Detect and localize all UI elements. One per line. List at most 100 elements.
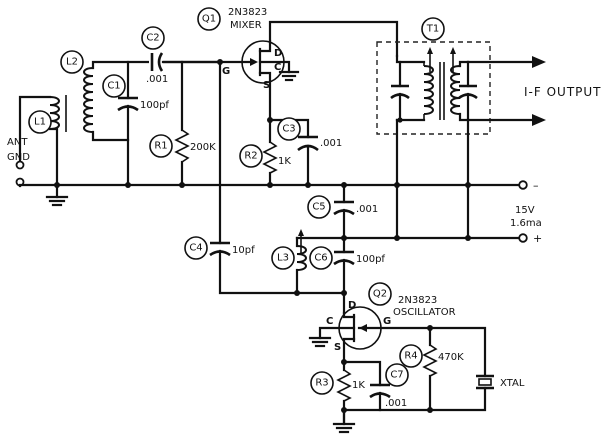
inductor-L3: L3: [271, 229, 307, 295]
q2-ref: Q2: [373, 289, 387, 300]
junction-neg-308: [305, 182, 311, 188]
r4-ref: R4: [404, 351, 417, 362]
t1-primary-coil: [423, 65, 434, 115]
c1-value: 100pf: [140, 100, 169, 111]
q1-pin-g: G: [222, 66, 230, 77]
l3-bubble: [271, 246, 295, 270]
c3-value: .001: [320, 138, 342, 149]
c4-lead-bottom: [218, 249, 299, 295]
capacitor-C6: C6 100pf: [309, 236, 385, 295]
resistor-R1: R1 200K: [149, 60, 216, 187]
t1-sec-bottom: [458, 112, 470, 122]
ant-label: ANT: [7, 137, 28, 148]
t1-secondary-coil: [450, 65, 461, 115]
if-out-top-arrow: [532, 56, 546, 68]
r1-bubble: [149, 134, 173, 158]
q2-center-stub: [318, 326, 356, 340]
pos-supply-terminal: [518, 233, 528, 243]
r2-value: 1K: [278, 156, 291, 167]
t1-sec-top: [458, 60, 470, 68]
transistor-Q1: Q1 2N3823 MIXER G D C S: [197, 7, 291, 122]
c4-bubble: [184, 236, 208, 260]
wire-q1-drain: [268, 20, 399, 58]
gnd-label: GND: [7, 152, 30, 163]
r3-bubble: [310, 371, 334, 395]
q1-pin-c: C: [274, 62, 281, 73]
q2-pin-c: C: [326, 316, 333, 327]
q2-pin-d: D: [348, 300, 356, 311]
t1-shield: [376, 41, 491, 135]
l1-ref: L1: [34, 117, 46, 128]
c7-value: .001: [385, 398, 407, 409]
q1-role: MIXER: [230, 20, 262, 31]
r3-value: 1K: [352, 380, 365, 391]
xtal-lead-bottom: [428, 386, 487, 412]
q2-bubble: [368, 282, 392, 306]
q1-source-stub: [258, 71, 272, 122]
r1-ref: R1: [154, 141, 167, 152]
r2-ref: R2: [244, 151, 257, 162]
c5-bubble: [307, 195, 331, 219]
l3-ref: L3: [277, 253, 289, 264]
c4-value: 10pf: [232, 245, 255, 256]
q1-gate-arrow: [250, 58, 258, 66]
q2-pin-s: S: [334, 342, 341, 353]
capacitor-C2: C2 .001: [141, 26, 168, 85]
r1-zigzag: [174, 129, 190, 163]
t1-bubble: [421, 17, 445, 41]
c2-plate-right: [157, 52, 164, 72]
main-ground: [45, 183, 69, 207]
resistor-R2: R2 1K: [239, 118, 291, 187]
t1-pri-tune-arrow: [427, 47, 433, 54]
xtal-lead-top: [428, 326, 487, 378]
capacitor-C4: C4 10pf: [184, 60, 299, 295]
l1-lead: [48, 127, 59, 187]
if-output: I-F OUTPUT: [466, 56, 601, 126]
capacitor-C1: C1 100pf: [102, 60, 169, 187]
q1-bubble: [197, 7, 221, 31]
q1-ref: Q1: [202, 14, 216, 25]
c6-ref: C6: [314, 253, 327, 264]
r3-zigzag: [336, 369, 352, 402]
junction-neg-57: [54, 182, 60, 188]
c5-ref: C5: [312, 202, 325, 213]
q1-drain-stub: [258, 39, 272, 53]
r2-zigzag: [262, 141, 278, 174]
c2-value: .001: [146, 74, 168, 85]
junction-neg-128: [125, 182, 131, 188]
pos-supply-sign: +: [533, 232, 542, 245]
l2-bottom-lead: [91, 130, 130, 142]
l1-coil: [49, 96, 60, 130]
transistor-Q2: Q2 2N3823 OSCILLATOR D C G S: [318, 282, 456, 364]
q2-gate-arrow: [359, 324, 367, 332]
r3-ref: R3: [315, 378, 328, 389]
c2-bubble: [141, 26, 165, 50]
l1-bubble: [28, 110, 52, 134]
supply-voltage: 15V: [515, 205, 535, 216]
junction-t1-pri: [397, 117, 403, 123]
q2-source-stub: [342, 337, 356, 364]
c7-lead-top: [342, 360, 382, 387]
t1-sec-tune-arrow: [450, 47, 456, 54]
t1-ref: T1: [426, 24, 439, 35]
l3-tune-arrow: [298, 229, 304, 236]
q2-center-ground: [308, 336, 332, 348]
r2-bubble: [239, 144, 263, 168]
c4-ref: C4: [189, 243, 202, 254]
q2-pin-g: G: [383, 316, 391, 327]
wire-ant: [18, 95, 52, 163]
neg-supply-terminal: [518, 180, 528, 190]
if-out-bottom-arrow: [532, 114, 546, 126]
r1-value: 200K: [190, 142, 216, 153]
junction-gate-62: [217, 59, 223, 65]
c2-ref: C2: [146, 33, 159, 44]
c6-value: 100pf: [356, 254, 385, 265]
resistor-R4: R4 470K: [378, 326, 464, 412]
l3-coil: [296, 245, 307, 271]
wire-gnd: [18, 183, 59, 188]
supply-current: 1.6ma: [510, 218, 542, 229]
junction-q1-source: [267, 117, 273, 123]
xtal-body: [478, 378, 492, 386]
c5-value: .001: [356, 204, 378, 215]
t1-pri-top: [395, 54, 426, 64]
